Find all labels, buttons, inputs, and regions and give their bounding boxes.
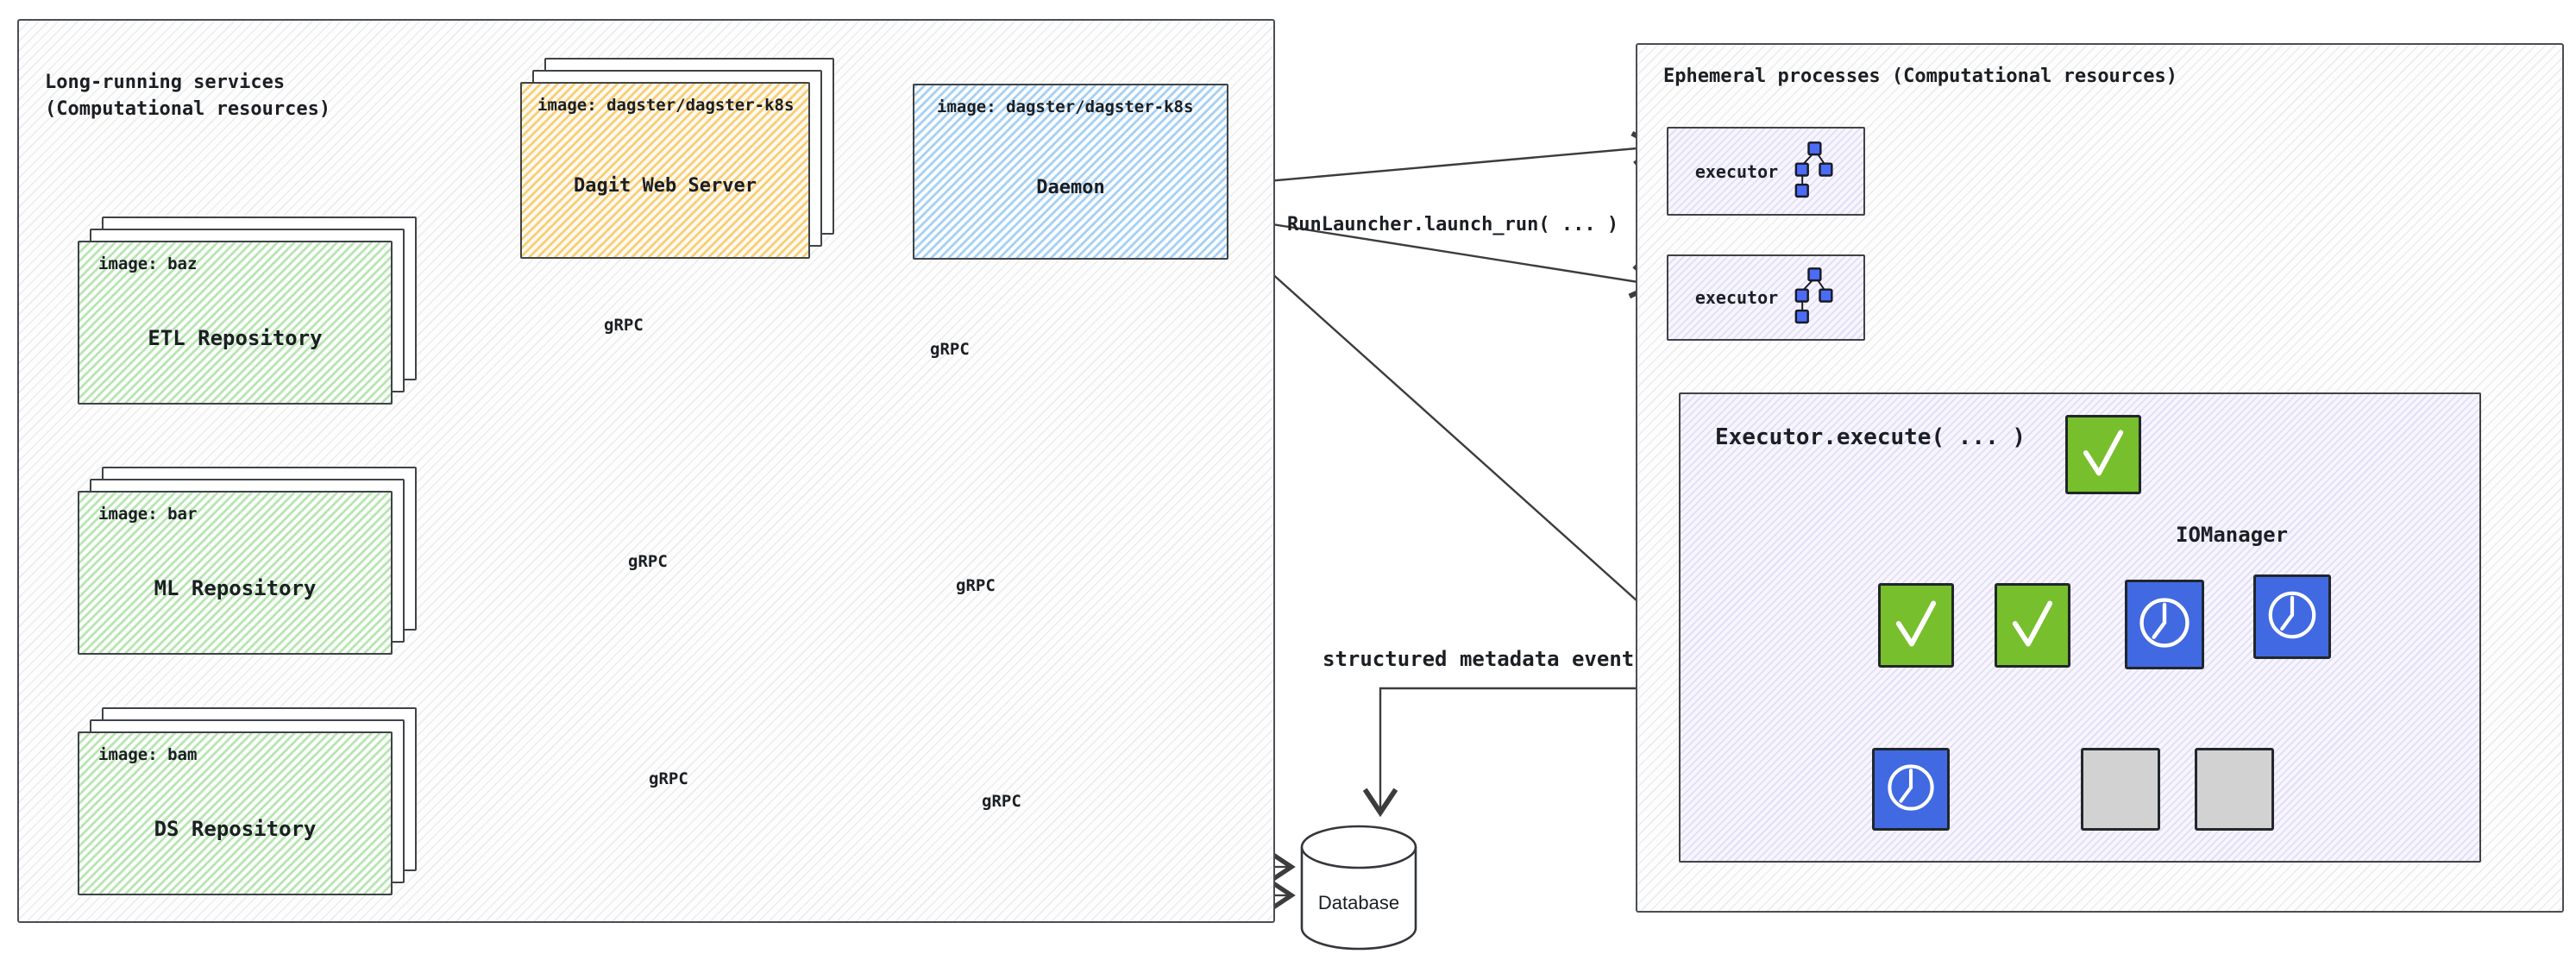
dag-node-running[interactable]: [1872, 748, 1950, 831]
ds-repository-name: DS Repository: [154, 817, 317, 841]
left-panel-title-line1: Long-running services: [45, 72, 286, 93]
dag-node-pending[interactable]: [2081, 748, 2160, 831]
mini-dag-icon: [1792, 141, 1837, 202]
left-panel-title-line2: (Computational resources): [45, 98, 331, 120]
dag-node-running-iomanager[interactable]: [2253, 574, 2331, 659]
grpc-label-ml-daemon: gRPC: [956, 576, 996, 595]
iomanager-label: IOManager: [2176, 523, 2289, 547]
check-icon: [2001, 588, 2064, 662]
etl-image-label: image: baz: [98, 254, 198, 273]
etl-repository-box[interactable]: image: baz ETL Repository: [78, 241, 393, 405]
mini-dag-icon: [1792, 267, 1837, 328]
dag-node-running[interactable]: [2125, 580, 2204, 669]
database-cylinder-shape: [1300, 825, 1417, 951]
clock-icon: [1877, 752, 1945, 826]
edge-daemon-execute-box: [1228, 234, 1674, 634]
check-icon: [2071, 419, 2135, 490]
ml-repository-box[interactable]: image: bar ML Repository: [78, 491, 393, 655]
etl-repository-name: ETL Repository: [148, 326, 323, 350]
executor-1-label: executor: [1694, 160, 1779, 182]
clock-icon: [2259, 579, 2326, 655]
grpc-label-etl-dagit: gRPC: [604, 316, 644, 335]
right-panel-title: Ephemeral processes (Computational resou…: [1663, 66, 2178, 87]
ds-image-label: image: bam: [98, 745, 198, 764]
daemon-name: Daemon: [1036, 176, 1105, 198]
ds-repository-box[interactable]: image: bam DS Repository: [78, 731, 393, 895]
executor-box-2[interactable]: executor: [1667, 254, 1865, 341]
executor-execute-title: Executor.execute( ... ): [1715, 424, 2026, 450]
dag-node-root-success[interactable]: [2065, 415, 2141, 494]
ml-repository-name: ML Repository: [154, 576, 317, 600]
daemon-image-label: image: dagster/dagster-k8s: [937, 97, 1194, 116]
executor-2-label: executor: [1694, 287, 1779, 308]
database-cylinder[interactable]: Database: [1298, 823, 1419, 954]
left-panel-title: Long-running services (Computational res…: [45, 69, 330, 122]
dag-node-success[interactable]: [1878, 583, 1954, 668]
check-icon: [1884, 588, 1948, 662]
metadata-events-label: structured metadata events: [1323, 647, 1647, 671]
run-launcher-label: RunLauncher.launch_run( ... ): [1287, 214, 1619, 235]
edge-daemon-executor-1: [1228, 131, 1662, 186]
dagit-name: Dagit Web Server: [574, 175, 757, 197]
grpc-label-ml-dagit: gRPC: [628, 552, 668, 571]
executor-box-1[interactable]: executor: [1667, 127, 1865, 216]
grpc-label-etl-daemon: gRPC: [930, 340, 970, 359]
dag-node-pending[interactable]: [2195, 748, 2274, 831]
dagit-web-server-box[interactable]: image: dagster/dagster-k8s Dagit Web Ser…: [520, 82, 810, 259]
database-label: Database: [1317, 892, 1400, 913]
ml-image-label: image: bar: [98, 505, 198, 524]
grpc-label-ds-daemon: gRPC: [982, 792, 1021, 811]
dag-node-success[interactable]: [1995, 583, 2070, 668]
clock-icon: [2130, 585, 2199, 664]
daemon-box[interactable]: image: dagster/dagster-k8s Daemon: [913, 84, 1228, 260]
dagit-image-label: image: dagster/dagster-k8s: [537, 96, 795, 115]
grpc-label-ds-dagit: gRPC: [649, 769, 688, 788]
